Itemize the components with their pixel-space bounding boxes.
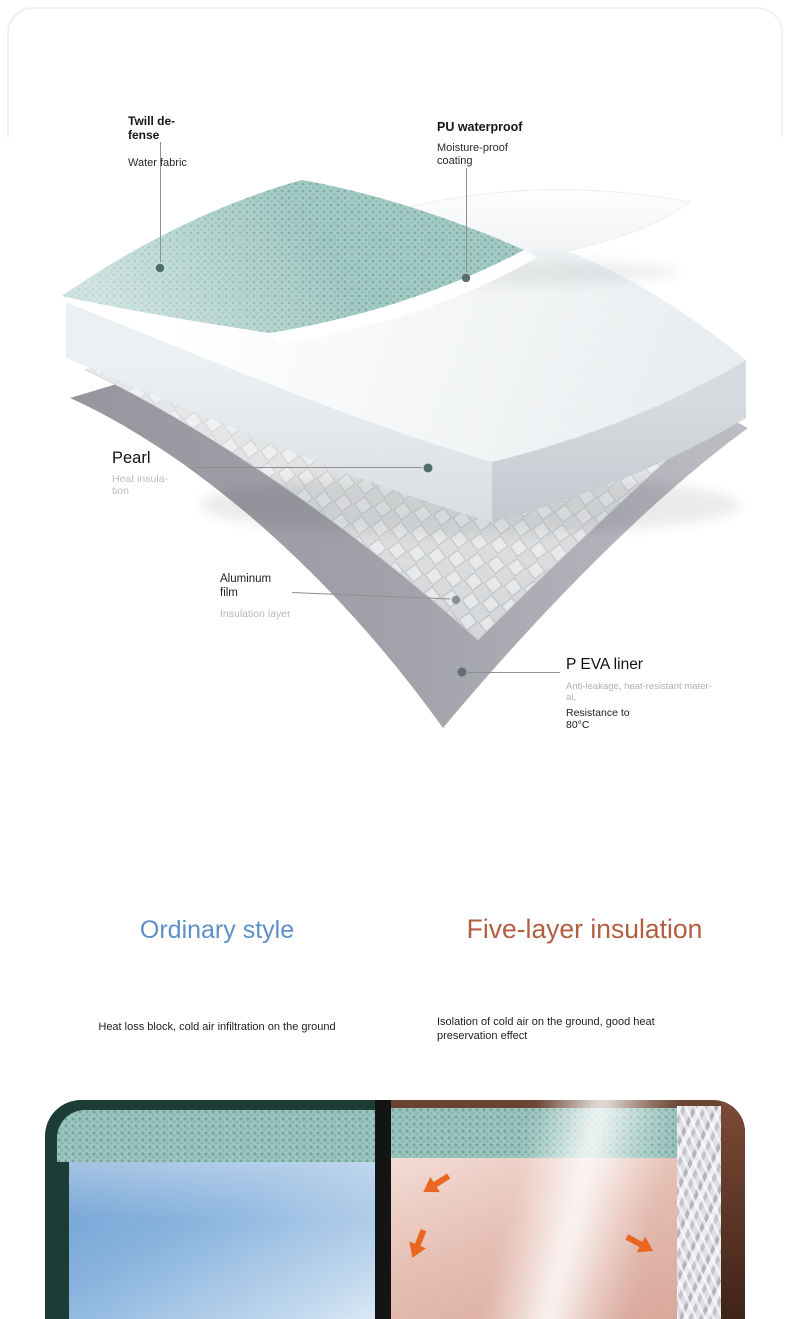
label-title: Aluminum film	[220, 573, 272, 600]
heat-arrow-icon	[423, 1173, 451, 1193]
five-layer-insulation-title: Five-layer insulation	[466, 914, 703, 944]
ordinary-mat-fabric-band	[57, 1110, 379, 1162]
aluminum-dot	[451, 595, 461, 605]
mat-right-border	[721, 1100, 745, 1319]
pu-sheet-edge	[270, 250, 538, 344]
label-title: Twill de- fense	[128, 114, 176, 143]
photo-divider	[375, 1100, 391, 1319]
five-layer-insulation-description: Isolation of cold air on the ground, goo…	[437, 1016, 655, 1043]
label-twill-defense: Twill de- fense Water fabric	[128, 114, 208, 169]
label-pu-waterproof: PU waterproof Moisture-proof coating	[437, 120, 567, 168]
insulated-mat-photo	[391, 1100, 745, 1319]
layer-dots	[155, 263, 471, 677]
label-aluminum-film: Aluminum film Insulation layer	[220, 572, 340, 620]
ordinary-style-description: Heat loss block, cold air infiltration o…	[98, 1021, 336, 1033]
label-pearl: Pearl Heat insula- tion	[112, 449, 232, 497]
label-subtitle: Insulation layer	[220, 607, 291, 620]
pu-dot	[461, 273, 471, 283]
label-title: PU waterproof	[437, 120, 523, 134]
label-subtitle: Heat insula- tion	[112, 473, 169, 498]
ordinary-mat-photo	[45, 1100, 379, 1319]
peva-dot	[457, 667, 467, 677]
ordinary-style-title: Ordinary style	[139, 916, 295, 944]
label-subtitle: Anti-leakage, heat-resistant mater- al,	[566, 681, 712, 704]
label-note: Resistance to 80°C	[566, 706, 630, 732]
label-title: Pearl	[112, 449, 151, 467]
heat-arrow-icon	[625, 1234, 654, 1253]
label-peva-liner: P EVA liner Anti-leakage, heat-resistant…	[566, 656, 746, 732]
layer-diagram	[62, 142, 748, 728]
pearl-cotton-front-right	[492, 360, 746, 522]
ordinary-mat-cold-interior	[69, 1162, 379, 1319]
twill-fabric-sheen	[62, 180, 524, 333]
label-title: P EVA liner	[566, 656, 643, 673]
twill-dot	[155, 263, 165, 273]
label-subtitle: Moisture-proof coating	[437, 142, 508, 168]
label-subtitle: Water fabric	[128, 156, 187, 169]
pearl-dot	[423, 463, 433, 473]
heat-arrow-icon	[409, 1228, 427, 1258]
leader-lines	[160, 142, 560, 673]
aluminum-foil-strip	[677, 1106, 721, 1319]
comparison-photo	[45, 1100, 745, 1319]
